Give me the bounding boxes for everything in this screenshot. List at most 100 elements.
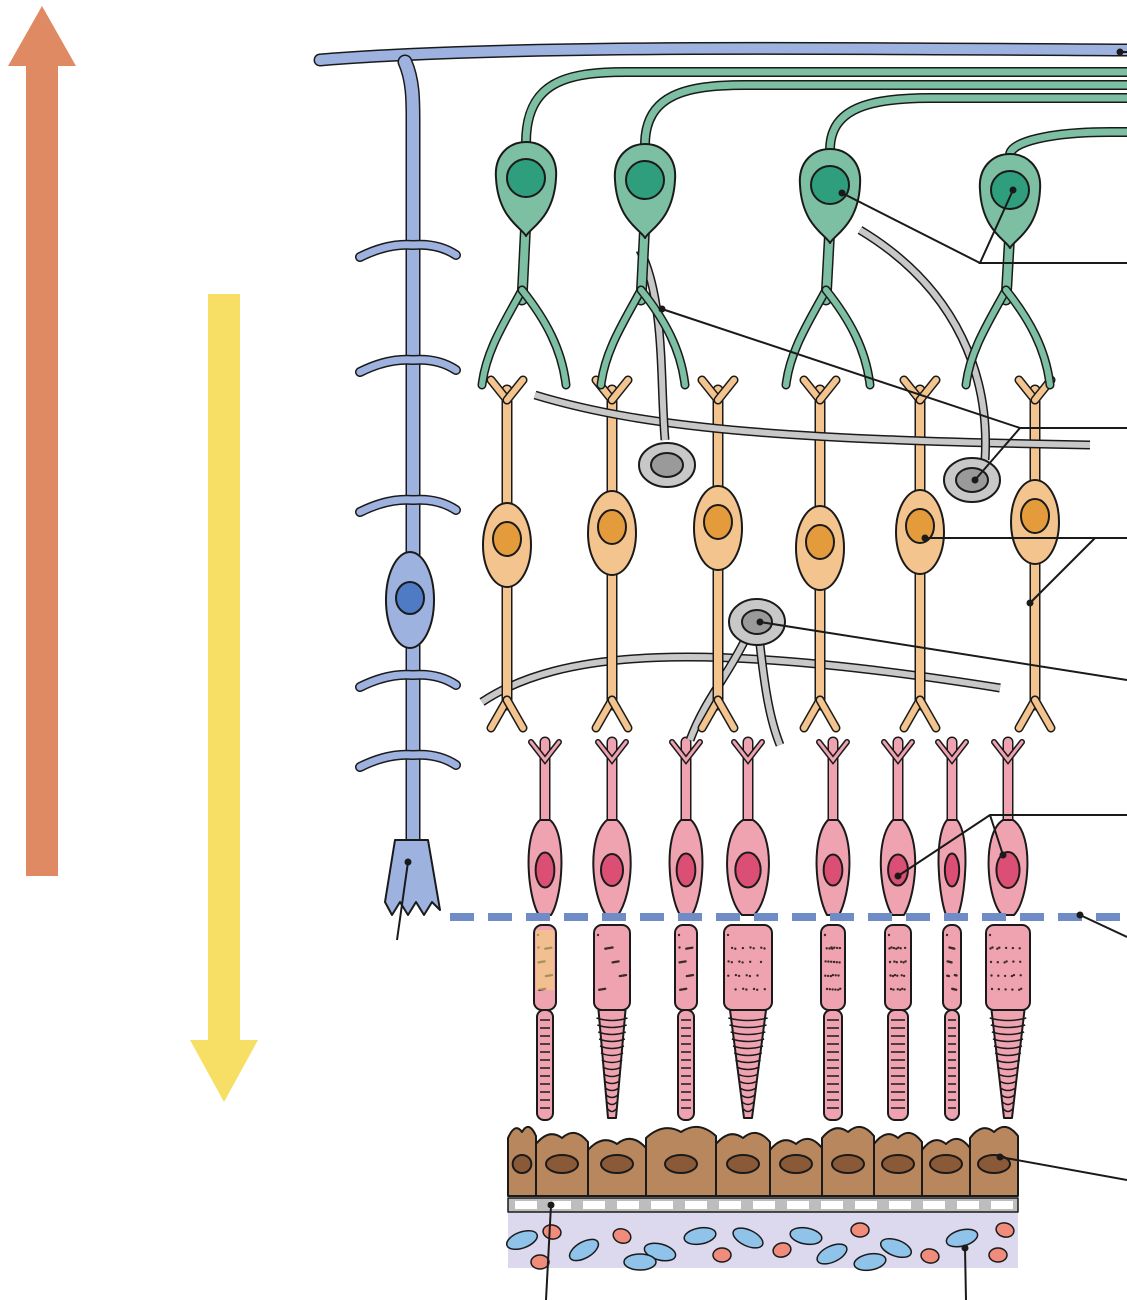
membrane-gap — [685, 1201, 707, 1209]
mitochondria-dot — [1011, 946, 1015, 950]
mitochondria-dot — [730, 946, 734, 950]
photoreceptor-layer — [527, 736, 1031, 1121]
cone-fold — [730, 1031, 766, 1036]
cone-fold — [606, 1101, 618, 1106]
cone-fold — [731, 1038, 765, 1043]
inner-segment — [985, 924, 1031, 1011]
leader-dot — [921, 534, 929, 542]
photoreceptor-nucleus — [600, 853, 624, 887]
cone-fold — [603, 1080, 621, 1085]
bipolar-cell — [795, 375, 845, 733]
mitochondria-dot — [1020, 987, 1023, 990]
leader-dot — [1009, 186, 1017, 194]
red-blood-cell — [612, 1227, 632, 1245]
leader-line — [1079, 914, 1127, 938]
mitochondria-dot — [998, 946, 1001, 949]
mitochondria-dot — [1004, 946, 1008, 950]
rod-outer-segment — [823, 1009, 843, 1121]
cone-fold — [605, 1094, 619, 1099]
membrane-gap — [889, 1201, 911, 1209]
rod-cell — [935, 736, 969, 1121]
mitochondria-dot — [887, 933, 891, 937]
red-blood-cell — [988, 1247, 1008, 1263]
bipolar-nucleus — [703, 504, 733, 540]
bipolar-branch — [715, 377, 737, 403]
synaptic-terminal — [992, 740, 1024, 763]
bipolar-cell — [1010, 375, 1060, 733]
mitochondria-dot — [691, 973, 695, 977]
mitochondria-dot — [1019, 960, 1022, 963]
mitochondria-dot — [990, 987, 994, 991]
cone-fold — [597, 1024, 627, 1029]
leader-lines — [396, 48, 1127, 1300]
bipolar-terminal — [699, 697, 721, 731]
mitochondria-dot — [838, 946, 842, 950]
yellow-pigment — [536, 930, 554, 990]
cone-fold — [1003, 1108, 1013, 1113]
mitochondria-dot — [988, 933, 992, 937]
mitochondria-dot — [899, 947, 902, 950]
cone-fold — [738, 1080, 758, 1085]
bipolar-nucleus — [492, 521, 522, 557]
cone-fold — [728, 1017, 768, 1022]
mitochondria-dot — [835, 961, 838, 964]
synaptic-terminal — [732, 740, 764, 763]
white-blood-cell — [789, 1226, 823, 1246]
leader-dot — [999, 851, 1007, 859]
membrane-gap — [923, 1201, 945, 1209]
mitochondria-dot — [738, 960, 741, 963]
rpe-nucleus — [929, 1154, 963, 1174]
rod-cell — [527, 736, 563, 1121]
inner-segment — [942, 924, 962, 1011]
synaptic-terminal — [596, 740, 628, 763]
red-blood-cell — [850, 1222, 870, 1238]
mitochondria-dot — [895, 961, 898, 964]
mitochondria-dot — [745, 974, 748, 977]
mitochondria-dot — [1004, 988, 1007, 991]
mitochondria-dot — [737, 974, 741, 978]
ganglion-dendrite-branch — [823, 287, 873, 388]
red-blood-cell — [530, 1254, 550, 1270]
mitochondria-dot — [890, 946, 893, 949]
mitochondria-dot — [904, 960, 907, 963]
synaptic-terminal — [670, 740, 702, 763]
mitochondria-dot — [1011, 988, 1014, 991]
mitochondria-dot — [899, 988, 902, 991]
white-blood-cell — [623, 1253, 657, 1271]
mitochondria-dot — [763, 988, 766, 991]
mitochondria-dot — [1019, 974, 1022, 977]
white-blood-cell — [879, 1237, 913, 1259]
mitochondria-dot — [741, 946, 745, 950]
cone-fold — [602, 1066, 622, 1071]
rod-outer-segment — [677, 1009, 695, 1121]
leader-line — [999, 1156, 1127, 1181]
bipolar-cell — [587, 375, 637, 733]
cone-fold — [989, 1017, 1027, 1022]
cone-fold — [993, 1045, 1023, 1050]
bipolar-terminal — [801, 697, 823, 731]
mitochondria-dot — [734, 988, 737, 991]
mitochondria-dot — [1018, 947, 1021, 950]
ganglion-dendrite-branch — [783, 287, 829, 388]
mitochondria-dot — [726, 933, 730, 937]
mitochondria-dot — [892, 946, 896, 950]
bipolar-terminal — [817, 697, 839, 731]
choroid-layer — [505, 1212, 1018, 1272]
mitochondria-dot — [734, 973, 738, 977]
mitochondria-dot — [997, 988, 1000, 991]
ganglion-nucleus — [625, 160, 665, 200]
bipolar-nucleus — [597, 509, 627, 545]
photoreceptor-nucleus — [887, 853, 909, 887]
rpe-nucleus — [726, 1154, 760, 1174]
mitochondria-dot — [989, 960, 993, 964]
cone-fold — [1002, 1101, 1014, 1106]
mitochondria-dot — [760, 946, 763, 949]
mitochondria-dot — [946, 974, 949, 977]
photoreceptor-nucleus — [534, 851, 556, 889]
mitochondria-dot — [991, 946, 994, 949]
mitochondria-dot — [903, 946, 907, 950]
leader-dot — [658, 305, 666, 313]
cone-fold — [732, 1045, 764, 1050]
leader-line — [759, 621, 1127, 681]
leader-line — [989, 814, 1004, 856]
